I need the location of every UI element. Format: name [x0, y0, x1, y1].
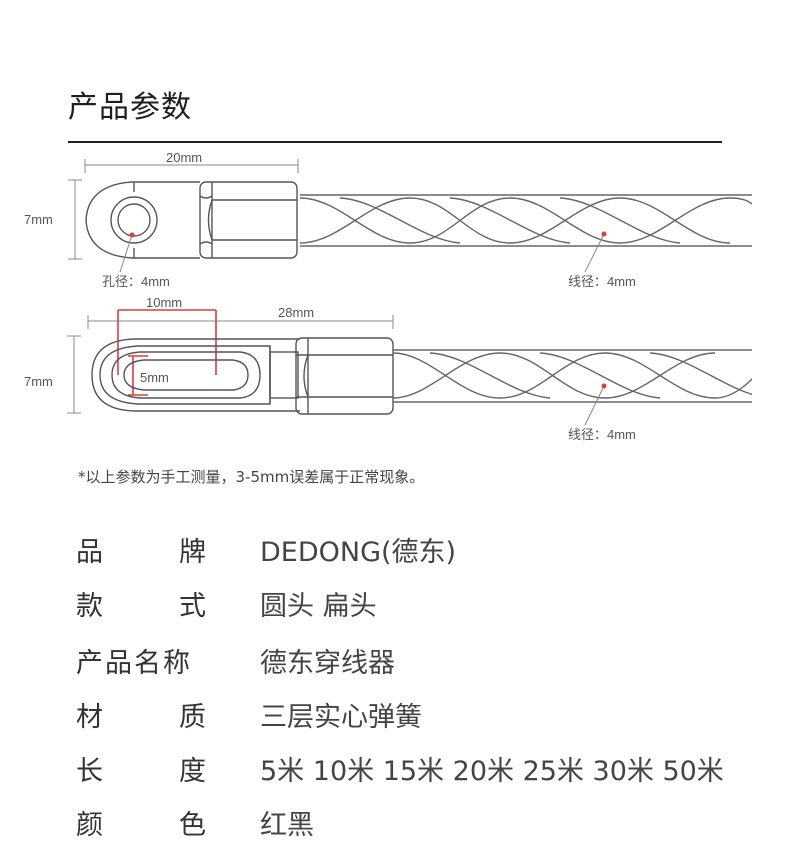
- spec-key: 颜色: [76, 810, 206, 841]
- round-head-diagram: [68, 159, 752, 273]
- slot-width-label: 10mm: [146, 295, 182, 310]
- spec-row-style: 款式 圆头 扁头: [0, 584, 790, 624]
- flat-width-label: 28mm: [278, 305, 314, 320]
- round-width-label: 20mm: [166, 150, 202, 165]
- product-diagram: 20mm 7mm 孔径：4mm 线径：4mm: [24, 150, 752, 442]
- spec-row-length: 长度 5米 10米 15米 20米 25米 30米 50米: [0, 749, 790, 789]
- spec-value: 圆头 扁头: [260, 591, 377, 622]
- slot-height-label: 5mm: [140, 370, 169, 385]
- spec-key: 长度: [76, 756, 206, 787]
- round-height-label: 7mm: [24, 212, 53, 227]
- measurement-note: *以上参数为手工测量，3-5mm误差属于正常现象。: [78, 468, 425, 486]
- round-hole-label: 孔径：4mm: [102, 274, 170, 289]
- spec-value: 红黑: [260, 810, 314, 841]
- spec-value: DEDONG(德东): [260, 537, 457, 568]
- spec-key: 款式: [76, 591, 206, 622]
- spec-value: 三层实心弹簧: [260, 702, 422, 733]
- spec-key: 品牌: [76, 537, 206, 568]
- spec-row-brand: 品牌 DEDONG(德东): [0, 530, 790, 570]
- spec-value: 德东穿线器: [260, 648, 395, 679]
- flat-head-diagram: [67, 309, 752, 426]
- spec-key: 材质: [76, 702, 206, 733]
- spec-key: 产品名称: [76, 648, 192, 679]
- spec-row-color: 颜色 红黑: [0, 803, 790, 843]
- section-title: 产品参数: [68, 90, 192, 125]
- spec-value: 5米 10米 15米 20米 25米 30米 50米: [260, 756, 724, 787]
- spec-row-product-name: 产品名称 德东穿线器: [0, 641, 790, 681]
- flat-height-label: 7mm: [24, 374, 53, 389]
- round-wire-label: 线径：4mm: [568, 274, 636, 289]
- flat-wire-label: 线径：4mm: [568, 427, 636, 442]
- title-divider: [68, 141, 722, 143]
- spec-row-material: 材质 三层实心弹簧: [0, 695, 790, 735]
